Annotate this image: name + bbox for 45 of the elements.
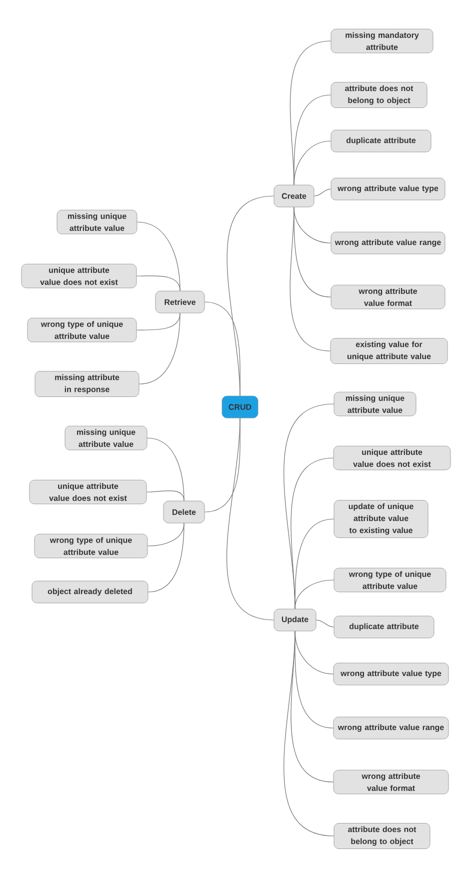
connector-line: [204, 302, 240, 396]
branch-node: Update: [274, 608, 316, 632]
connector-line: [314, 188, 332, 196]
connector-line: [148, 522, 184, 592]
connector-line: [284, 630, 334, 836]
leaf-node: wrong type of unique attribute value: [34, 534, 148, 558]
leaf-node: wrong attribute value range: [330, 232, 446, 254]
leaf-node: unique attribute value does not exist: [21, 264, 137, 288]
leaf-node: wrong type of unique attribute value: [27, 318, 137, 342]
leaf-node: existing value for unique attribute value: [330, 338, 448, 364]
connector-line: [146, 490, 184, 502]
connector-line: [290, 206, 331, 352]
leaf-node: duplicate attribute: [334, 616, 434, 638]
leaf-node: missing unique attribute value: [56, 210, 138, 234]
root-node: CRUD: [222, 396, 258, 418]
leaf-node: wrong attribute value type: [330, 178, 446, 200]
leaf-node: wrong type of unique attribute value: [334, 568, 446, 592]
leaf-node: wrong attribute value range: [333, 716, 449, 740]
leaf-node: wrong attribute value format: [330, 284, 446, 310]
leaf-node: missing unique attribute value: [64, 426, 148, 450]
branch-node: Retrieve: [155, 290, 205, 314]
leaf-node: attribute does not belong to object: [334, 823, 430, 849]
branch-node: Delete: [163, 500, 205, 524]
leaf-node: wrong attribute value type: [333, 662, 449, 686]
connector-line: [316, 620, 334, 628]
connector-line: [136, 222, 180, 292]
connector-line: [138, 312, 180, 384]
connector-line: [294, 94, 332, 186]
connector-line: [146, 438, 184, 502]
connector-line: [294, 140, 332, 186]
leaf-node: update of unique attribute value to existing value: [334, 500, 428, 538]
connector-line: [294, 518, 334, 610]
branch-node: Create: [274, 184, 314, 208]
leaf-node: wrong attribute value format: [333, 770, 449, 794]
leaf-node: unique attribute value does not exist: [333, 446, 451, 470]
connector-line: [136, 276, 180, 292]
leaf-node: attribute does not belong to object: [330, 82, 428, 108]
leaf-node: unique attribute value does not exist: [29, 480, 147, 504]
leaf-node: missing attribute in response: [34, 371, 140, 397]
connector-line: [294, 580, 334, 610]
leaf-node: duplicate attribute: [330, 130, 432, 152]
leaf-node: missing unique attribute value: [334, 392, 416, 416]
connector-line: [226, 418, 274, 620]
leaf-node: object already deleted: [32, 580, 148, 604]
leaf-node: missing mandatory attribute: [330, 28, 434, 54]
